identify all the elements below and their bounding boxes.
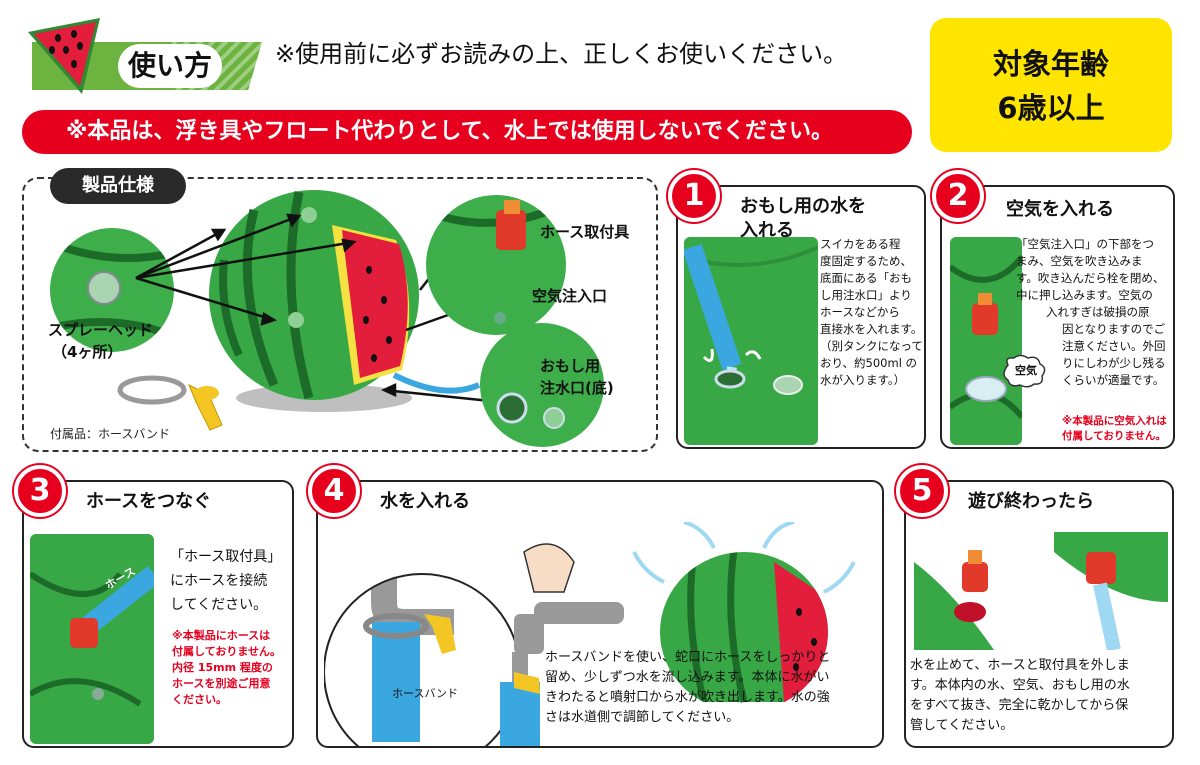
spray-head-count: （4ヶ所） bbox=[52, 343, 123, 361]
step-1-line: 度固定するため、 bbox=[820, 254, 912, 268]
step-4-line: ホースバンドを使い、蛇口にホースをしっかりと bbox=[545, 650, 831, 665]
step-3-note-line: 付属しておりません。 bbox=[172, 645, 282, 658]
step-4-title: 水を入れる bbox=[380, 491, 470, 512]
step-5-title: 遊び終わったら bbox=[968, 491, 1094, 512]
step-1-line: 水が入ります。） bbox=[820, 373, 906, 387]
step-3-note: ※本製品にホースは 付属しておりません。 内径 15mm 程度の ホースを別途ご… bbox=[172, 628, 281, 708]
spray-head-closeup bbox=[50, 228, 174, 352]
air-puff-icon bbox=[1003, 355, 1046, 388]
step-3-note-line: 内径 15mm 程度の bbox=[172, 661, 273, 674]
step-4-line: さは水道側で調節してください。 bbox=[545, 710, 740, 725]
step-1-line: （別タンクになって bbox=[820, 339, 923, 353]
step-4-text: ホースバンドを使い、蛇口にホースをしっかりと 留め、少しずつ水を流し込みます。本… bbox=[545, 648, 879, 728]
air-label: 空気 bbox=[1015, 364, 1037, 377]
step-1-text: スイカをある程 度固定するため、 底面にある「おも し用注水口」より ホースなど… bbox=[820, 236, 924, 389]
step-3-note-line: ホースを別途ご用意 bbox=[172, 677, 271, 690]
age-value: 6歳以上 bbox=[997, 91, 1105, 125]
step-1-line: 直接水を入れます。 bbox=[820, 322, 923, 336]
step-4-line: 留め、少しずつ水を流し込みます。本体に水がい bbox=[545, 670, 830, 685]
spec-illustration bbox=[50, 190, 604, 447]
air-inlet-label: 空気注入口 bbox=[532, 287, 608, 305]
watermelon-slice-icon bbox=[28, 18, 100, 94]
step-1-illustration bbox=[684, 237, 818, 445]
step-1-panel bbox=[676, 185, 926, 449]
weight-inlet-label-1: おもし用 bbox=[540, 357, 601, 375]
step-2-line: 因となりますのでご bbox=[1062, 322, 1166, 336]
step-5-illustration bbox=[914, 532, 1168, 650]
step-2-line: くらいが適量です。 bbox=[1062, 373, 1165, 387]
step-1-title-1: おもし用の水を bbox=[740, 196, 866, 217]
product-spec-box bbox=[22, 177, 658, 452]
step-2-line: 注意ください。外回 bbox=[1062, 339, 1166, 353]
intro-notice: ※使用前に必ずお読みの上、正しくお使いください。 bbox=[275, 40, 848, 68]
step-2-title: 空気を入れる bbox=[1006, 199, 1114, 220]
step-3-line: 「ホース取付具」 bbox=[170, 549, 282, 565]
step-5-number: 5 bbox=[896, 465, 948, 517]
step-1-line: 底面にある「おも bbox=[820, 271, 912, 285]
step-2-number: 2 bbox=[932, 170, 984, 222]
step-3-title: ホースをつなぐ bbox=[86, 491, 212, 512]
step-5-line: 管してください。 bbox=[910, 718, 1014, 733]
spec-tab: 製品仕様 bbox=[50, 168, 186, 204]
accessory-label: 付属品：ホースバンド bbox=[50, 427, 171, 441]
step-2-line: りにしわが少し残る bbox=[1062, 356, 1166, 370]
step-4-illustration bbox=[324, 522, 856, 746]
step-2-text: 「空気注入口」の下部をつ まみ、空気を吹き込みま す。吹き込んだら栓を閉め、 中… bbox=[1016, 236, 1172, 389]
hose-fitting-label: ホース取付具 bbox=[540, 223, 630, 241]
step-2-line: まみ、空気を吹き込みま bbox=[1016, 254, 1143, 268]
step-5-line: をすべて抜き、完全に乾かしてから保 bbox=[910, 698, 1129, 713]
step-1-line: ホースなどから bbox=[820, 305, 900, 319]
step-1-number: 1 bbox=[668, 170, 720, 222]
faucet bbox=[500, 543, 624, 746]
step-2-line: 「空気注入口」の下部をつ bbox=[1016, 237, 1154, 251]
step-5-line: す。本体内の水、空気、おもし用の水 bbox=[910, 678, 1130, 693]
step-2-illustration bbox=[950, 237, 1022, 445]
age-label: 対象年齢 bbox=[992, 47, 1109, 81]
step-3-illustration bbox=[30, 534, 154, 744]
step-2-line: す。吹き込んだら栓を閉め、 bbox=[1016, 271, 1165, 285]
target-age-badge: 対象年齢 6歳以上 bbox=[930, 18, 1172, 152]
step-3-number: 3 bbox=[14, 465, 66, 517]
step-3-line: してください。 bbox=[170, 597, 268, 613]
step-4-panel bbox=[316, 480, 884, 748]
step-3-note-line: ください。 bbox=[172, 693, 227, 706]
step-5-text: 水を止めて、ホースと取付具を外しま す。本体内の水、空気、おもし用の水 をすべて… bbox=[910, 656, 1172, 736]
step-1-line: おり、約500ml の bbox=[820, 356, 918, 370]
hose-band-label: ホースバンド bbox=[392, 687, 458, 700]
hose-fitting-closeup bbox=[426, 195, 566, 335]
step-5-line: 水を止めて、ホースと取付具を外しま bbox=[910, 658, 1130, 673]
weight-inlet-closeup bbox=[480, 323, 604, 447]
step-2-line: 中に押し込みます。空気の bbox=[1016, 288, 1153, 302]
step-4-number: 4 bbox=[308, 465, 360, 517]
step-3-note-line: ※本製品にホースは bbox=[172, 629, 271, 642]
step-2-panel bbox=[940, 185, 1175, 449]
step-3-text: 「ホース取付具」 にホースを接続 してください。 bbox=[170, 545, 294, 617]
spraying-watermelon bbox=[632, 522, 856, 703]
step-3-line: にホースを接続 bbox=[170, 573, 268, 589]
step-1-line: スイカをある程 bbox=[820, 237, 901, 251]
how-to-use-heading: 使い方 bbox=[22, 16, 262, 96]
step-2-note-line: ※本製品に空気入れは bbox=[1062, 415, 1167, 427]
spray-head-label: スプレーヘッド bbox=[48, 321, 154, 339]
step-2-note: ※本製品に空気入れは 付属しておりません。 bbox=[1062, 414, 1167, 444]
step-2-line: 入れすぎは破損の原 bbox=[1046, 305, 1150, 319]
step-3-panel bbox=[22, 480, 294, 748]
step-4-line: きわたると噴射口から水が吹き出します。水の強 bbox=[545, 690, 830, 705]
step-2-note-line: 付属しておりません。 bbox=[1062, 430, 1167, 442]
page-title: 使い方 bbox=[118, 44, 223, 88]
warning-banner: ※本品は、浮き具やフロート代わりとして、水上では使用しないでください。 bbox=[22, 110, 912, 154]
hose-band-illustration bbox=[117, 375, 223, 431]
step-1-line: し用注水口」より bbox=[820, 288, 912, 302]
step-1-title-2: 入れる bbox=[740, 220, 794, 241]
step-5-panel bbox=[904, 480, 1174, 748]
weight-inlet-label-2: 注水口(底) bbox=[540, 379, 614, 397]
